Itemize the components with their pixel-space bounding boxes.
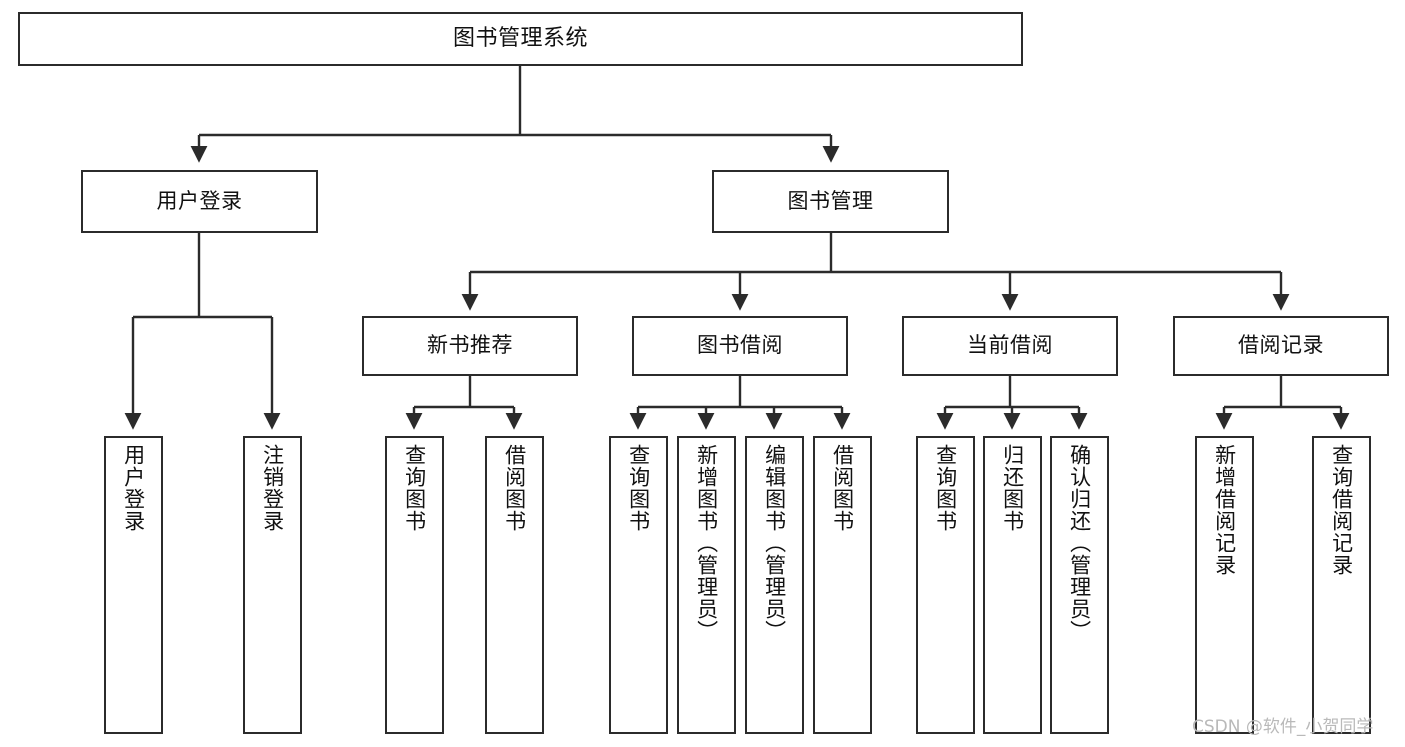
node-label: 归还图书 — [1000, 444, 1025, 532]
node-label: 图书借阅 — [697, 333, 783, 358]
leaf-user-login[interactable]: 用户登录 — [104, 436, 163, 734]
node-label: 编辑图书（管理员） — [762, 444, 787, 642]
node-book-management[interactable]: 图书管理 — [712, 170, 949, 233]
leaf-return-book[interactable]: 归还图书 — [983, 436, 1042, 734]
node-label: 新增图书（管理员） — [694, 444, 719, 642]
leaf-borrow-book[interactable]: 借阅图书 — [813, 436, 872, 734]
node-label: 借阅图书 — [830, 444, 855, 532]
leaf-add-book-admin[interactable]: 新增图书（管理员） — [677, 436, 736, 734]
node-label: 新书推荐 — [427, 333, 513, 358]
csdn-watermark: CSDN @软件_小贺同学 — [1192, 717, 1374, 737]
node-label: 图书管理系统 — [452, 25, 588, 51]
node-label: 查询图书 — [933, 444, 958, 532]
node-book-borrow[interactable]: 图书借阅 — [632, 316, 848, 376]
leaf-logout[interactable]: 注销登录 — [243, 436, 302, 734]
node-label: 用户登录 — [121, 444, 146, 532]
node-label: 借阅图书 — [502, 444, 527, 532]
node-label: 查询图书 — [626, 444, 651, 532]
node-current-borrow[interactable]: 当前借阅 — [902, 316, 1118, 376]
leaf-query-book-newbook[interactable]: 查询图书 — [385, 436, 444, 734]
node-label: 确认归还（管理员） — [1067, 444, 1092, 642]
leaf-edit-book-admin[interactable]: 编辑图书（管理员） — [745, 436, 804, 734]
leaf-query-book-borrow[interactable]: 查询图书 — [609, 436, 668, 734]
leaf-query-borrow-record[interactable]: 查询借阅记录 — [1312, 436, 1371, 734]
node-label: 用户登录 — [156, 188, 243, 213]
leaf-add-borrow-record[interactable]: 新增借阅记录 — [1195, 436, 1254, 734]
node-label: 图书管理 — [787, 188, 874, 213]
node-label: 新增借阅记录 — [1212, 444, 1237, 576]
node-label: 当前借阅 — [967, 333, 1053, 358]
node-user-login[interactable]: 用户登录 — [81, 170, 318, 233]
node-new-book-recommend[interactable]: 新书推荐 — [362, 316, 578, 376]
node-label: 借阅记录 — [1238, 333, 1324, 358]
node-borrow-record[interactable]: 借阅记录 — [1173, 316, 1389, 376]
node-label: 查询借阅记录 — [1329, 444, 1354, 576]
leaf-borrow-book-newbook[interactable]: 借阅图书 — [485, 436, 544, 734]
node-root-system[interactable]: 图书管理系统 — [18, 12, 1023, 66]
leaf-confirm-return-admin[interactable]: 确认归还（管理员） — [1050, 436, 1109, 734]
node-label: 查询图书 — [402, 444, 427, 532]
leaf-query-book-current[interactable]: 查询图书 — [916, 436, 975, 734]
node-label: 注销登录 — [260, 444, 285, 532]
